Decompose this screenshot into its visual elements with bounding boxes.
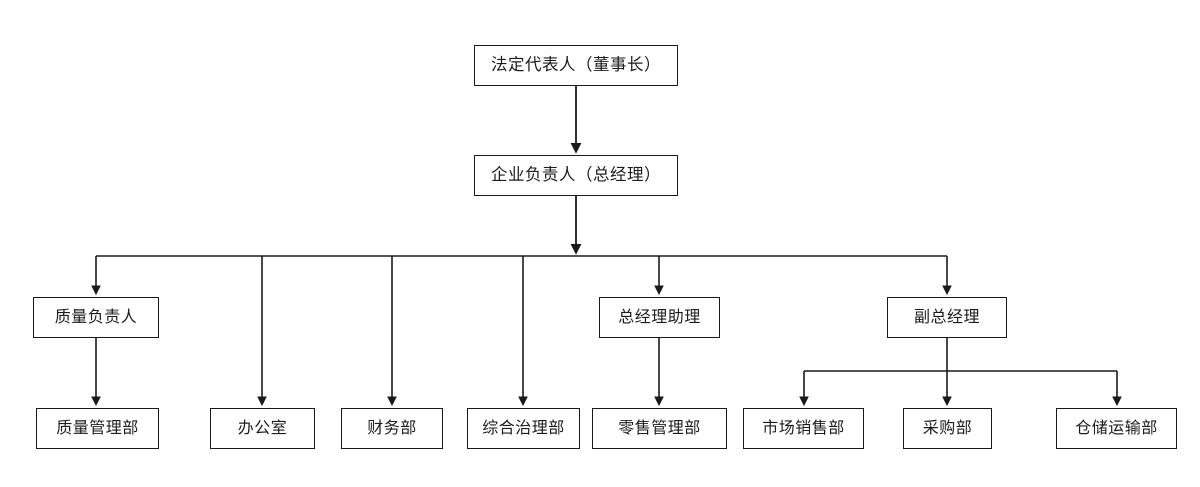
org-node-legal-representative[interactable]: 法定代表人（董事长） bbox=[474, 45, 678, 86]
org-node-label: 综合治理部 bbox=[482, 419, 565, 437]
org-node-office[interactable]: 办公室 bbox=[210, 408, 315, 449]
org-node-warehouse-dept[interactable]: 仓储运输部 bbox=[1056, 408, 1177, 449]
org-node-deputy-gm[interactable]: 副总经理 bbox=[887, 297, 1007, 338]
org-node-label: 财务部 bbox=[367, 419, 417, 437]
org-node-label: 企业负责人（总经理） bbox=[491, 165, 661, 185]
org-node-general-manager[interactable]: 企业负责人（总经理） bbox=[474, 155, 678, 196]
org-node-label: 质量负责人 bbox=[54, 308, 138, 326]
org-node-retail-dept[interactable]: 零售管理部 bbox=[592, 408, 727, 449]
org-node-marketing-dept[interactable]: 市场销售部 bbox=[743, 408, 864, 449]
org-node-gm-assistant[interactable]: 总经理助理 bbox=[599, 297, 720, 338]
org-node-label: 法定代表人（董事长） bbox=[491, 55, 661, 75]
org-node-label: 仓储运输部 bbox=[1075, 419, 1158, 437]
org-node-quality-officer[interactable]: 质量负责人 bbox=[33, 297, 159, 338]
org-node-label: 办公室 bbox=[237, 419, 288, 437]
org-node-label: 采购部 bbox=[922, 419, 973, 437]
org-node-label: 市场销售部 bbox=[762, 419, 845, 437]
org-node-label: 副总经理 bbox=[913, 308, 980, 326]
org-node-finance-dept[interactable]: 财务部 bbox=[341, 408, 443, 449]
org-node-comprehensive-dept[interactable]: 综合治理部 bbox=[467, 408, 580, 449]
org-node-label: 总经理助理 bbox=[618, 308, 701, 326]
org-node-label: 质量管理部 bbox=[56, 419, 139, 437]
org-node-label: 零售管理部 bbox=[618, 419, 701, 437]
org-node-quality-dept[interactable]: 质量管理部 bbox=[36, 408, 159, 449]
org-node-purchasing-dept[interactable]: 采购部 bbox=[903, 408, 992, 449]
